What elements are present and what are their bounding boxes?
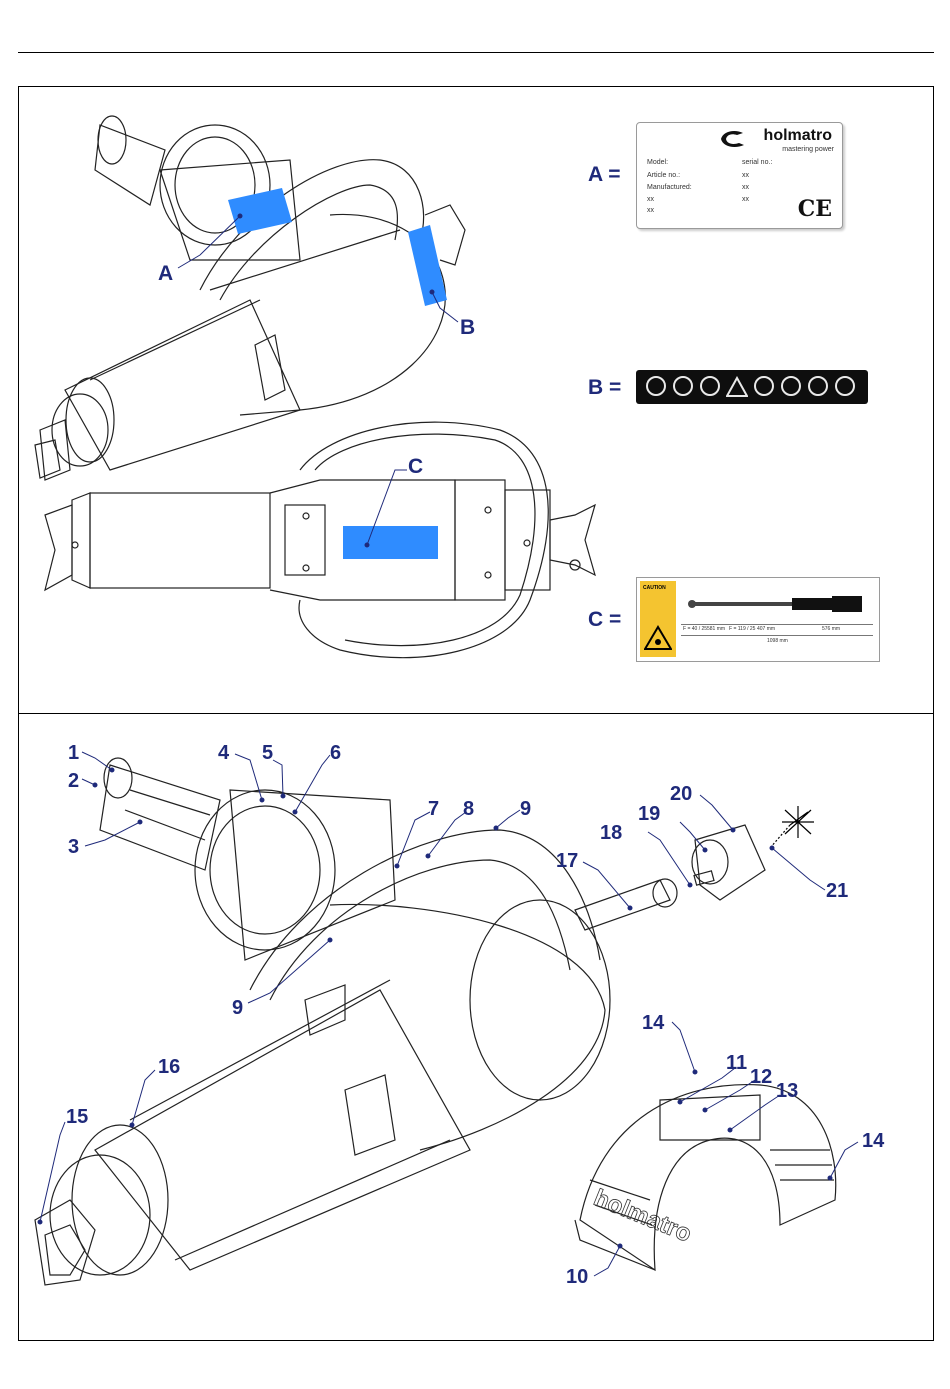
callout-17: 17 [556,850,578,873]
callout-3: 3 [68,836,79,859]
callout-5: 5 [262,742,273,765]
callout-9: 9 [520,798,531,821]
callout-12: 12 [750,1066,772,1089]
callout-14-right: 14 [862,1130,884,1153]
laser-beam-icon [770,806,814,848]
callout-11: 11 [726,1052,747,1075]
callout-21: 21 [826,880,848,903]
callout-16: 16 [158,1056,180,1079]
holmatro-embossed-logo: holmatro [590,1184,695,1247]
callout-1: 1 [68,742,79,765]
callout-20: 20 [670,783,692,806]
callout-6: 6 [330,742,341,765]
callout-15: 15 [66,1106,88,1129]
callout-7: 7 [428,798,439,821]
callout-18: 18 [600,822,622,845]
callout-9-lower: 9 [232,997,243,1020]
callout-2: 2 [68,770,79,793]
callout-8: 8 [463,798,474,821]
callout-4: 4 [218,742,229,765]
callout-10: 10 [566,1266,588,1289]
callout-14: 14 [642,1012,664,1035]
callout-13: 13 [776,1080,798,1103]
callout-19: 19 [638,803,660,826]
